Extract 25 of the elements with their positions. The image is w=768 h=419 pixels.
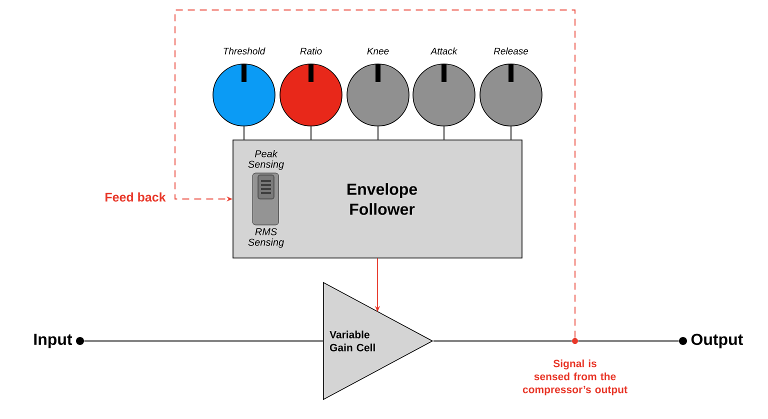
node-label: Ratio bbox=[300, 47, 322, 54]
edge-label: Feed back bbox=[102, 190, 168, 204]
connector bbox=[310, 126, 312, 140]
knob: Release bbox=[480, 47, 542, 126]
node-label: Peak Sensing bbox=[248, 150, 284, 170]
node-label: Knee bbox=[367, 48, 389, 54]
knob: Ratio bbox=[280, 47, 342, 126]
terminal-dot bbox=[76, 337, 84, 345]
node-label: Attack bbox=[430, 47, 458, 54]
knob: Attack bbox=[412, 47, 476, 126]
connector bbox=[510, 126, 512, 140]
output-label: Output bbox=[691, 334, 743, 348]
node-label: Release bbox=[494, 47, 528, 54]
connector bbox=[433, 340, 572, 342]
knob: Knee bbox=[346, 48, 410, 126]
node-label: RMS Sensing bbox=[248, 228, 284, 248]
selector-switch: Peak Sensing RMS Sensing bbox=[248, 150, 284, 248]
terminal-dot bbox=[679, 337, 687, 345]
input-label: Input bbox=[34, 334, 72, 348]
connector bbox=[84, 340, 324, 342]
arrow bbox=[174, 10, 576, 338]
note: Signal is sensed from the compressor’s output bbox=[522, 360, 628, 396]
node-label: Threshold bbox=[224, 47, 266, 54]
connector bbox=[578, 340, 680, 342]
knob: Threshold bbox=[212, 47, 276, 126]
